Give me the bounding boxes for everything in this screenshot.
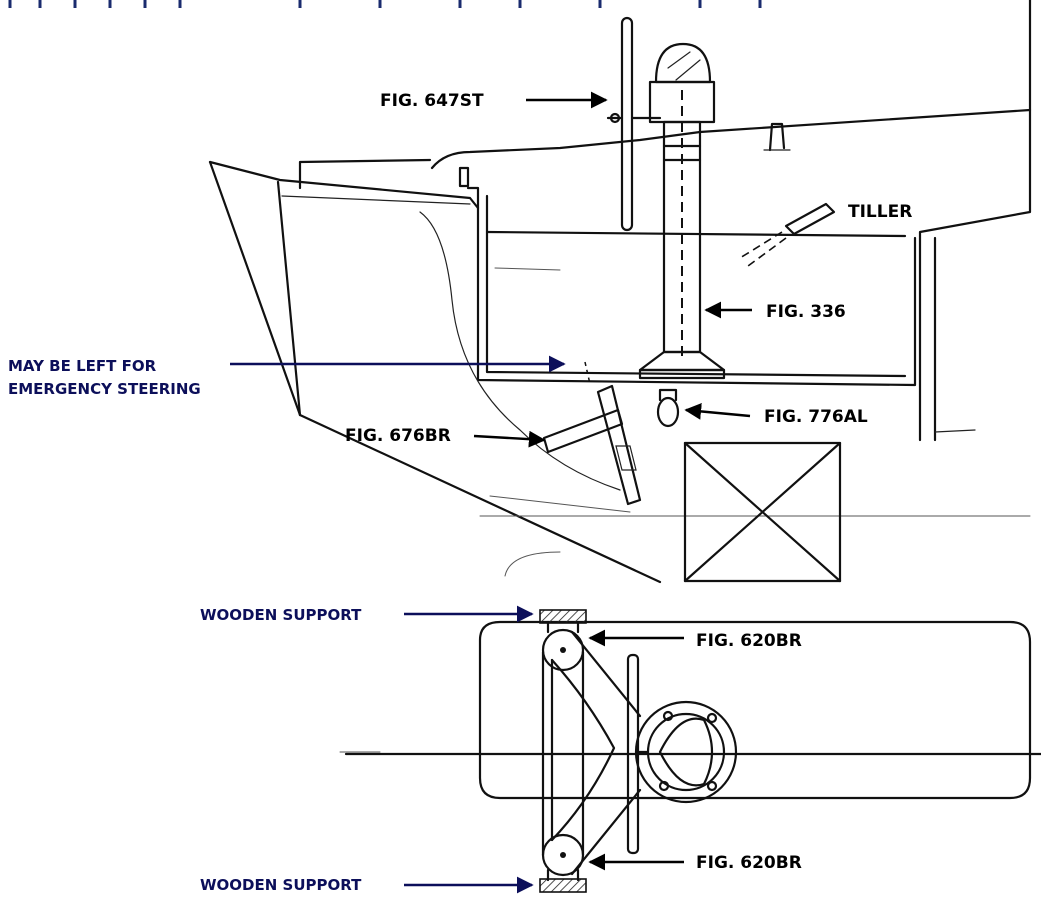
hull-bottom [298,413,662,584]
rudder-leading-edge [208,160,302,417]
wheel-plan [626,653,640,855]
wooden-support-top-block [539,609,587,624]
label-fig-647st: FIG. 647ST [380,91,484,111]
waterline [479,495,1031,517]
label-fig-776al: FIG. 776AL [764,407,868,427]
label-fig-336: FIG. 336 [766,302,846,322]
idler-sheave-776al [656,388,680,428]
label-fig-620br-top: FIG. 620BR [696,631,802,651]
label-fig-676br: FIG. 676BR [345,426,451,446]
arrow-676br [473,430,546,448]
label-wooden-support-bottom: WOODEN SUPPORT [200,876,362,894]
rudder-break-line [419,211,621,491]
deck-line [430,108,1032,170]
cockpit-outline [478,620,1032,800]
label-fig-620br-bottom: FIG. 620BR [696,853,802,873]
top-header-fragment [0,0,780,10]
cockpit-floor-line [485,230,907,238]
pedestal-flange [634,700,738,804]
quadrant-shape [550,658,616,842]
cockpit-well [466,186,917,387]
steering-pedestal [638,42,726,380]
transom-post [458,166,470,188]
engine-box [683,441,842,583]
label-emergency-line2: EMERGENCY STEERING [8,380,201,398]
steering-wheel-side [606,16,662,232]
label-emergency-line1: MAY BE LEFT FOR [8,357,157,375]
sheave-top [541,628,585,672]
arrow-776al [684,403,751,420]
label-wooden-support-top: WOODEN SUPPORT [200,606,362,624]
cable-run [541,650,585,857]
rudder-drive-676br [542,361,642,506]
cockpit-plan-view [339,609,1041,893]
tiller-drawing [739,202,836,267]
label-tiller: TILLER [848,202,912,222]
boat-side-elevation [208,0,1032,584]
cabin-side [918,0,1032,442]
wooden-support-bottom-block [539,878,587,893]
deck-cleat [768,122,786,152]
callouts: FIG. 647ST TILLER FIG. 336 MAY BE LEFT F… [8,91,912,894]
